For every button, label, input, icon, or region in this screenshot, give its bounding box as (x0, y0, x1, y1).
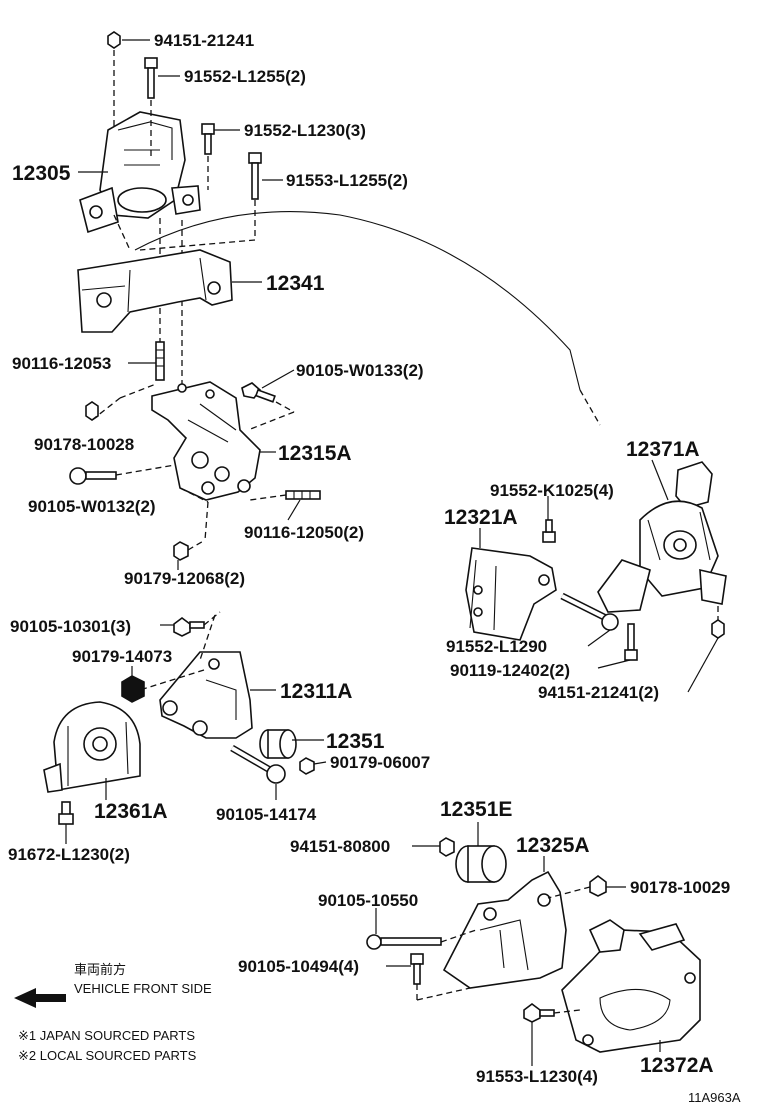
bolt-90119-12402 (624, 623, 638, 661)
front-label-jp: 車両前方 (74, 962, 126, 977)
label-94151-21241-top: 94151-21241 (154, 31, 254, 50)
stud-90116-12050 (285, 490, 321, 500)
label-90105-10494: 90105-10494(4) (238, 957, 359, 976)
label-12315A: 12315A (278, 442, 352, 465)
label-12361A: 12361A (94, 800, 168, 823)
part-12325A-bracket (442, 870, 567, 989)
bolt-91672-L1230 (58, 801, 74, 825)
part-12321A-bracket (465, 547, 557, 641)
label-90178-10028: 90178-10028 (34, 435, 134, 454)
label-90105-W0132: 90105-W0132(2) (28, 497, 156, 516)
label-90119-12402: 90119-12402(2) (450, 661, 570, 680)
label-90179-12068: 90179-12068(2) (124, 569, 245, 588)
label-12305: 12305 (12, 162, 71, 185)
label-91553-L1230: 91553-L1230(4) (476, 1067, 598, 1086)
bolt-91552-L1290 (560, 592, 619, 631)
bolt-90105-W0133 (241, 382, 276, 403)
label-90179-06007: 90179-06007 (330, 753, 430, 772)
front-label-en: VEHICLE FRONT SIDE (74, 981, 212, 996)
label-90105-10301: 90105-10301(3) (10, 617, 131, 636)
nut-90179-12068 (173, 541, 189, 561)
part-12372A-mount (561, 919, 701, 1053)
nut-90179-14073 (121, 675, 145, 703)
label-90105-14174: 90105-14174 (216, 805, 317, 824)
diagram-code: 11A963A (688, 1090, 741, 1105)
label-94151-21241-right: 94151-21241(2) (538, 683, 659, 702)
label-12311A: 12311A (280, 680, 352, 703)
label-90105-10550: 90105-10550 (318, 891, 418, 910)
label-91672-L1230: 91672-L1230(2) (8, 845, 130, 864)
bolt-90105-10494 (410, 953, 424, 985)
front-arrow-icon (14, 988, 66, 1008)
bolt-91552-L1230 (201, 123, 215, 155)
part-12341-bracket (77, 249, 233, 333)
label-90105-W0133: 90105-W0133(2) (296, 361, 424, 380)
label-94151-80800: 94151-80800 (290, 837, 390, 856)
nut-90179-06007 (299, 757, 315, 775)
stud-90116-12053 (155, 341, 165, 381)
part-12305-mount (79, 111, 201, 234)
label-12341: 12341 (266, 272, 325, 295)
label-91553-L1255: 91553-L1255(2) (286, 171, 408, 190)
note-japan-sourced: ※1 JAPAN SOURCED PARTS (18, 1028, 195, 1043)
label-12372A: 12372A (640, 1054, 714, 1077)
label-12351E: 12351E (440, 798, 512, 821)
label-90179-14073: 90179-14073 (72, 647, 172, 666)
nut-94151-80800 (439, 837, 455, 857)
part-12371A-mount (597, 461, 727, 613)
label-90178-10029: 90178-10029 (630, 878, 730, 897)
part-12361A-mount (43, 701, 141, 793)
bolt-91553-L1255 (248, 152, 262, 200)
label-12325A: 12325A (516, 834, 590, 857)
part-12351-bushing (259, 729, 297, 759)
label-12351: 12351 (326, 730, 385, 753)
part-12351E-bushing (455, 845, 507, 883)
nut-94151-21241-top (107, 31, 121, 49)
label-91552-L1290: 91552-L1290 (446, 637, 547, 656)
nut-94151-21241-right (711, 619, 725, 639)
label-12371A: 12371A (626, 438, 700, 461)
part-12315A-bracket (151, 381, 261, 501)
bolt-91553-L1230 (523, 1003, 555, 1023)
nut-90178-10029 (589, 875, 607, 897)
bolt-90105-10550 (366, 934, 442, 950)
nut-90178-10028 (85, 401, 99, 421)
bolt-90105-W0132 (69, 467, 117, 485)
label-12321A: 12321A (444, 506, 518, 529)
bolt-90105-14174 (230, 744, 286, 784)
note-local-sourced: ※2 LOCAL SOURCED PARTS (18, 1048, 197, 1063)
label-90116-12050: 90116-12050(2) (244, 523, 364, 542)
bolt-90105-10301 (173, 617, 205, 637)
bolt-91552-L1255 (144, 57, 158, 99)
label-91552-L1255: 91552-L1255(2) (184, 67, 306, 86)
label-91552-K1025: 91552-K1025(4) (490, 481, 614, 500)
part-12311A-bracket (159, 651, 253, 739)
label-90116-12053: 90116-12053 (12, 354, 111, 373)
label-91552-L1230: 91552-L1230(3) (244, 121, 366, 140)
bolt-91552-K1025 (542, 519, 556, 543)
